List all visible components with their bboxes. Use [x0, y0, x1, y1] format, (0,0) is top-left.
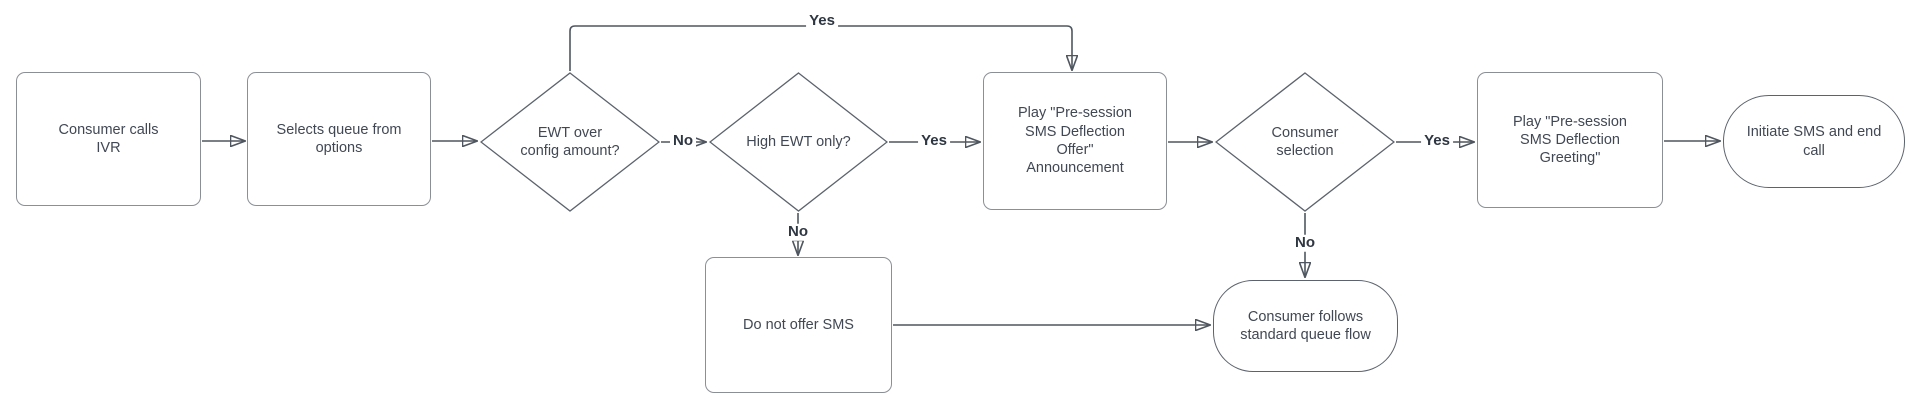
node-label: Selects queue from options	[276, 121, 402, 156]
edge-label-yes-highewt: Yes	[918, 132, 950, 150]
connector-ewt-yes-to-offer	[569, 25, 1072, 71]
edge-label-yes-ewt: Yes	[806, 12, 838, 30]
node-do-not-offer-sms: Do not offer SMS	[705, 257, 892, 393]
node-ewt-over-config-decision: EWT over config amount?	[480, 72, 660, 212]
node-label: Initiate SMS and end call	[1746, 124, 1882, 159]
node-consumer-calls-ivr: Consumer calls IVR	[16, 72, 201, 206]
node-selects-queue: Selects queue from options	[247, 72, 431, 206]
edge-label-no-ewt: No	[670, 132, 696, 150]
node-standard-queue-terminator: Consumer follows standard queue flow	[1213, 280, 1398, 372]
node-label: Consumer follows standard queue flow	[1240, 308, 1371, 343]
node-label: Consumer calls IVR	[58, 121, 159, 156]
node-play-offer-announcement: Play "Pre-session SMS Deflection Offer" …	[983, 72, 1167, 210]
node-label: Consumer selection	[1271, 124, 1339, 159]
diamond-shape	[709, 72, 888, 212]
node-high-ewt-only-decision: High EWT only?	[709, 72, 888, 212]
edge-label-no-selection: No	[1292, 234, 1318, 252]
edge-label-no-highewt: No	[785, 223, 811, 241]
node-label: EWT over config amount?	[520, 124, 620, 159]
node-play-greeting: Play "Pre-session SMS Deflection Greetin…	[1477, 72, 1663, 208]
node-consumer-selection-decision: Consumer selection	[1215, 72, 1395, 212]
node-label: Play "Pre-session SMS Deflection Offer" …	[1018, 105, 1132, 177]
node-label: High EWT only?	[746, 133, 851, 150]
node-label: Play "Pre-session SMS Deflection Greetin…	[1513, 113, 1627, 167]
diamond-shape	[480, 72, 660, 212]
edge-label-yes-selection: Yes	[1421, 132, 1453, 150]
diamond-shape	[1215, 72, 1395, 212]
node-label: Do not offer SMS	[743, 316, 854, 333]
node-initiate-sms-terminator: Initiate SMS and end call	[1723, 95, 1905, 188]
